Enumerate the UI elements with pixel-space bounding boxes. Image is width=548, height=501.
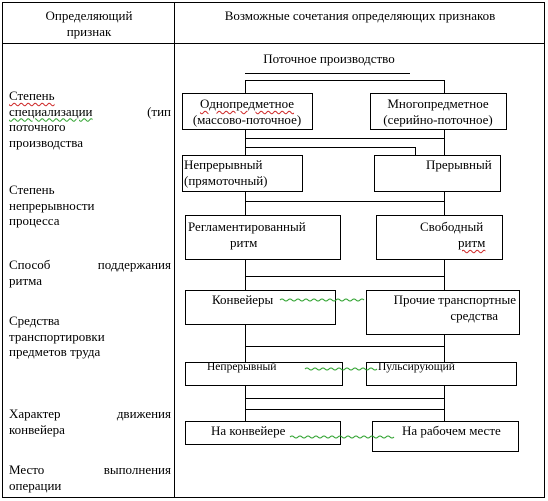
criterion-rhythm: Способ поддержания ритма bbox=[9, 257, 171, 288]
box-free-rhythm bbox=[376, 215, 503, 260]
crit-line: процесса bbox=[9, 213, 60, 228]
label-free-rhythm: Свободный ритм bbox=[420, 219, 500, 251]
label-on-conveyor: На конвейере bbox=[211, 423, 286, 438]
label-line: Непрерывный bbox=[184, 157, 263, 172]
box-single-product bbox=[182, 93, 313, 130]
crit-line: поточного bbox=[9, 119, 66, 134]
crit-line: предметов труда bbox=[9, 344, 101, 359]
box-discontinuous bbox=[374, 155, 501, 192]
label-line: Регламентированный bbox=[188, 219, 306, 234]
label-multi-product: Многопредметное (серийно-поточное) bbox=[371, 96, 505, 128]
crit-line: Характер движения bbox=[9, 406, 171, 422]
crit-line: Степень bbox=[9, 88, 171, 104]
crit-line: специализации (тип bbox=[9, 104, 171, 120]
label-regulated-rhythm: Регламентированный ритм bbox=[188, 219, 338, 251]
label-line: средства bbox=[450, 308, 498, 323]
header-left-line-2: признак bbox=[66, 24, 112, 39]
label-discontinuous: Прерывный bbox=[426, 157, 492, 172]
label-line: (массово-поточное) bbox=[192, 112, 302, 127]
box-multi-product bbox=[370, 93, 507, 130]
header-left-title: Определяющий признак bbox=[4, 8, 174, 40]
label-other-transport: Прочие транспортные средства bbox=[368, 292, 518, 324]
crit-text: Характер bbox=[9, 406, 61, 421]
box-pulsing-movement bbox=[366, 362, 517, 386]
crit-text: Место bbox=[9, 462, 45, 477]
header-right-title: Возможные сочетания определяющих признак… bbox=[224, 8, 496, 23]
crit-text: Степень bbox=[9, 88, 55, 103]
label-line: (серийно-поточное) bbox=[383, 112, 493, 127]
box-other-transport bbox=[366, 290, 520, 335]
crit-line: конвейера bbox=[9, 421, 65, 437]
label-continuous: Непрерывный (прямоточный) bbox=[184, 157, 302, 189]
label-line: ритм bbox=[420, 235, 500, 251]
crit-line: транспортировки bbox=[9, 328, 105, 344]
box-conveyors bbox=[185, 290, 336, 325]
crit-text: движения bbox=[116, 406, 171, 421]
header-left-line-1: Определяющий bbox=[45, 8, 133, 23]
label-at-workplace: На рабочем месте bbox=[402, 423, 501, 438]
criterion-movement: Характер движения конвейера bbox=[9, 406, 171, 437]
crit-text: поддержания bbox=[97, 257, 171, 272]
crit-line: операции bbox=[9, 477, 62, 493]
crit-line: Средства bbox=[9, 313, 60, 328]
label-text: Однопредметное bbox=[199, 96, 295, 111]
box-regulated-rhythm bbox=[185, 215, 341, 260]
criterion-specialization: Степень специализации (тип поточного про… bbox=[9, 88, 171, 150]
label-line: Свободный bbox=[420, 219, 484, 234]
label-text: ритм bbox=[458, 235, 486, 250]
label-line: (прямоточный) bbox=[184, 173, 268, 188]
label-pulsing-movement: Пульсирующий bbox=[378, 361, 455, 373]
label-line: Однопредметное bbox=[183, 96, 311, 112]
crit-line: Степень bbox=[9, 182, 55, 197]
label-line: Прочие транспортные bbox=[393, 292, 516, 307]
crit-line: Место выполнения bbox=[9, 462, 171, 478]
root-label: Поточное производство bbox=[263, 51, 395, 66]
crit-line: ритма bbox=[9, 272, 43, 288]
label-continuous-movement: Непрерывный bbox=[207, 361, 277, 373]
label-conveyors: Конвейеры bbox=[212, 292, 274, 307]
box-continuous-movement bbox=[185, 362, 343, 386]
crit-line: производства bbox=[9, 134, 84, 150]
box-continuous bbox=[182, 155, 303, 192]
criterion-continuity: Степень непрерывности процесса bbox=[9, 182, 171, 229]
label-line: ритм bbox=[230, 235, 258, 250]
criterion-transport: Средства транспортировки предметов труда bbox=[9, 313, 171, 360]
crit-text: выполнения bbox=[103, 462, 171, 477]
crit-text: (тип bbox=[147, 103, 171, 119]
crit-text: Способ bbox=[9, 257, 51, 272]
crit-text: специализации bbox=[9, 103, 93, 119]
box-on-conveyor bbox=[185, 421, 341, 445]
criterion-place: Место выполнения операции bbox=[9, 462, 171, 493]
crit-line: непрерывности bbox=[9, 197, 95, 213]
crit-line: Способ поддержания bbox=[9, 257, 171, 273]
label-single-product: Однопредметное (массово-поточное) bbox=[183, 96, 311, 128]
label-line: Многопредметное bbox=[387, 96, 489, 111]
